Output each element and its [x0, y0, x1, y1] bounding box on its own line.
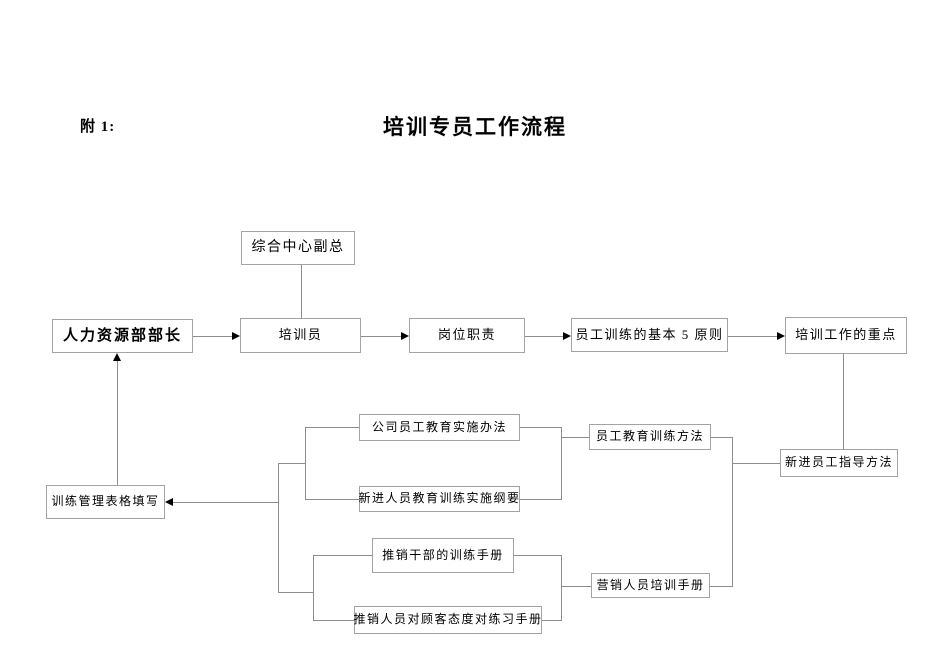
connector-line	[117, 361, 118, 485]
connector-line	[843, 354, 844, 449]
arrowhead-up-icon	[113, 353, 121, 361]
arrowhead-right-icon	[232, 332, 240, 340]
flow-node-newcomer-outline: 新进人员教育训练实施纲要	[359, 486, 520, 512]
connector-line	[514, 555, 561, 556]
connector-line	[305, 499, 359, 500]
connector-line	[305, 427, 359, 428]
flow-node-trainer: 培训员	[240, 318, 361, 353]
connector-line	[520, 499, 561, 500]
connector-line	[520, 427, 561, 428]
connector-line	[278, 463, 305, 464]
flow-node-attitude-manual: 推销人员对顾客态度对练习手册	[354, 606, 542, 634]
connector-line	[561, 427, 562, 500]
connector-line	[193, 336, 233, 337]
connector-line	[710, 586, 732, 587]
connector-line	[561, 555, 562, 621]
connector-line	[313, 620, 354, 621]
flow-node-newcomer-guide: 新进员工指导方法	[780, 449, 898, 477]
flow-node-hr-director: 人力资源部部长	[52, 319, 193, 353]
connector-line	[305, 427, 306, 500]
connector-line	[278, 463, 279, 592]
attachment-label: 附 1:	[80, 119, 116, 135]
arrowhead-right-icon	[563, 332, 571, 340]
connector-line	[278, 592, 313, 593]
connector-line	[732, 463, 780, 464]
flow-node-job-duty: 岗位职责	[409, 318, 525, 353]
connector-line	[728, 336, 778, 337]
connector-line	[561, 586, 591, 587]
flow-node-form-filling: 训练管理表格填写	[46, 485, 165, 519]
connector-line	[301, 265, 302, 318]
flow-node-marketing-manual: 营销人员培训手册	[591, 573, 710, 598]
flow-node-cadre-manual: 推销干部的训练手册	[372, 538, 514, 573]
connector-line	[542, 620, 561, 621]
connector-line	[732, 437, 733, 587]
connector-line	[525, 336, 564, 337]
connector-line	[313, 555, 372, 556]
connector-line	[361, 336, 402, 337]
flow-node-five-principles: 员工训练的基本 5 原则	[571, 318, 728, 352]
flow-node-deputy-general: 综合中心副总	[241, 231, 355, 265]
flow-node-training-focus: 培训工作的重点	[785, 317, 907, 354]
flow-node-edu-methods: 员工教育训练方法	[589, 424, 711, 450]
page-title: 培训专员工作流程	[383, 115, 567, 139]
flow-node-impl-measures: 公司员工教育实施办法	[359, 414, 520, 441]
connector-line	[313, 555, 314, 621]
arrowhead-right-icon	[777, 332, 785, 340]
connector-line	[561, 437, 589, 438]
connector-line	[173, 502, 278, 503]
connector-line	[711, 437, 732, 438]
arrowhead-left-icon	[165, 498, 173, 506]
arrowhead-right-icon	[401, 332, 409, 340]
